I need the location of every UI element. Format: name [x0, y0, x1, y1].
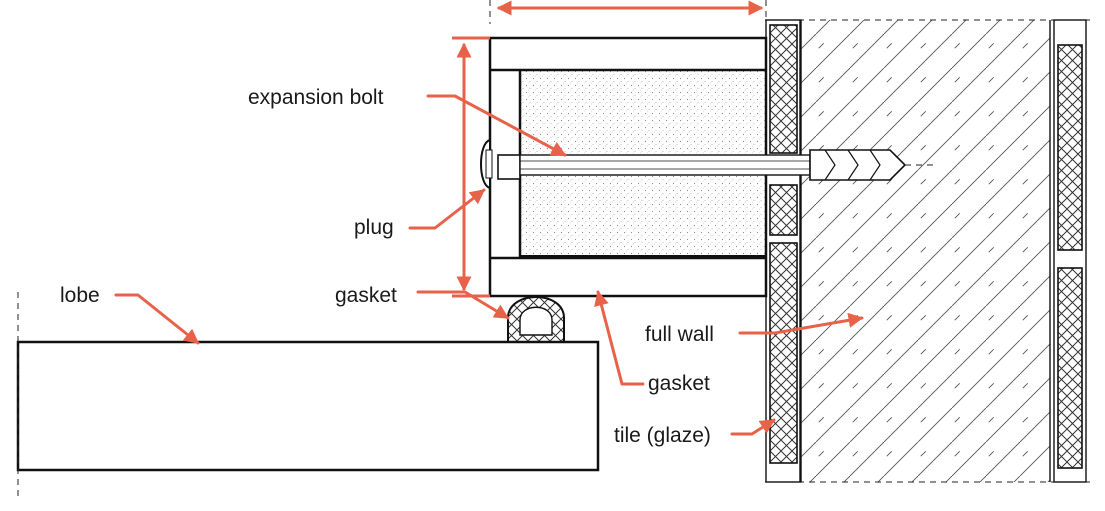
expansion-bolt: [497, 149, 935, 181]
label-full-wall: full wall: [645, 323, 714, 346]
label-lobe: lobe: [60, 284, 100, 307]
label-plug: plug: [354, 216, 394, 239]
leader-lines: [114, 94, 864, 436]
label-gasket-right: gasket: [648, 372, 710, 395]
lobe: [16, 292, 600, 500]
label-expansion-bolt: expansion bolt: [248, 86, 384, 109]
full-wall: [765, 19, 1095, 483]
dimension-arrows: [452, 0, 767, 298]
label-tile-glaze: tile (glaze): [614, 424, 711, 447]
plug: [480, 138, 493, 190]
tile-column-right: [1053, 19, 1087, 483]
gasket-profile: [507, 296, 565, 343]
tile-column-left: [765, 19, 802, 483]
label-gasket-left: gasket: [335, 284, 397, 307]
